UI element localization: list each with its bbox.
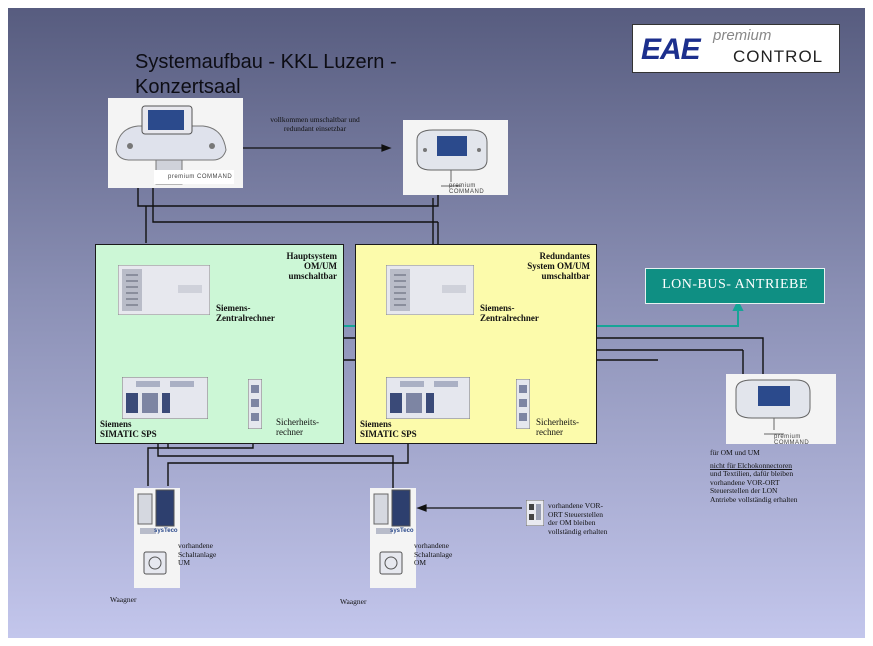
switchgear-um-line-3: UM [178, 558, 191, 567]
main-plc-label: Siemens SIMATIC SPS [100, 419, 157, 439]
switchgear-om-line-3: OM [414, 558, 427, 567]
local-control-panel-icon [526, 500, 544, 526]
notes-line-4: vorhandene VOR-ORT [710, 477, 780, 487]
redundant-computer-line-1: Siemens- [480, 303, 515, 313]
main-safety-label: Sicherheits- rechner [276, 417, 319, 437]
console-link-line-2 [152, 178, 438, 223]
eae-logo: EAE premium CONTROL [632, 24, 840, 73]
main-plc-line-1: Siemens [100, 419, 132, 429]
main-console: premium COMMAND [108, 98, 243, 188]
redundant-plc-line-1: Siemens [360, 419, 392, 429]
link-label-line-1: vollkommen umschaltbar und [270, 115, 360, 124]
switchgear-om-line-1: vorhandene [414, 541, 449, 550]
third-console: premium COMMAND [726, 374, 836, 446]
local-controls-line-1: vorhandene VOR- [548, 501, 604, 510]
server-icon [386, 265, 474, 315]
main-computer-line-1: Siemens- [216, 303, 251, 313]
main-system-title: Hauptsystem OM/UM umschaltbar [286, 251, 337, 281]
switchgear-om-device [370, 488, 416, 588]
main-title-line-1: Hauptsystem [286, 251, 337, 261]
switchgear-um-footer: Waagner [110, 595, 137, 604]
main-title-line-2: OM/UM [304, 261, 337, 271]
redundant-title-line-2: System OM/UM [527, 261, 590, 271]
console-link-label: vollkommen umschaltbar und redundant ein… [250, 115, 380, 133]
safety-computer-icon [516, 379, 530, 429]
switchgear-om-label: vorhandene Schaltanlage OM [414, 541, 453, 568]
slide: Systemaufbau - KKL Luzern - Konzertsaal … [8, 8, 865, 638]
switch-cabinet-icon [134, 488, 180, 588]
notes-line-6: Antriebe vollständig erhalten [710, 494, 798, 504]
title-line-2: Konzertsaal [135, 76, 241, 98]
switchgear-um-line-2: Schaltanlage [178, 549, 217, 559]
right-console-notes: für OM und UM nicht für Elchokonnectoren… [710, 448, 860, 504]
main-system-box: Hauptsystem OM/UM umschaltbar Siemens- Z… [95, 244, 344, 444]
main-plc-line-2: SIMATIC SPS [100, 429, 157, 439]
redundant-system-box: Redundantes System OM/UM umschaltbar Sie… [355, 244, 597, 444]
plc-icon [386, 377, 470, 419]
local-controls-line-2: ORT Steuerstellen [548, 509, 604, 519]
logo-premium: premium [713, 27, 772, 44]
redundant-plc-label: Siemens SIMATIC SPS [360, 419, 417, 439]
redundant-safety-label: Sicherheits- rechner [536, 417, 579, 437]
main-safety-line-2: rechner [276, 427, 303, 437]
redundant-computer-label: Siemens- Zentralrechner [480, 303, 539, 323]
main-computer-line-2: Zentralrechner [216, 313, 275, 323]
notes-line-5: Steuerstellen der LON [710, 486, 778, 495]
second-console-brand: premium COMMAND [449, 183, 485, 195]
main-title-line-3: umschaltbar [288, 271, 337, 281]
redundant-safety-line-2: rechner [536, 427, 563, 437]
switchgear-om-brand: sysTeco [390, 528, 414, 534]
main-console-brand: premium COMMAND [168, 174, 233, 180]
lon-bus-box: LON-BUS- ANTRIEBE [645, 268, 825, 304]
link-label-line-2: redundant einsetzbar [283, 123, 347, 133]
main-computer-label: Siemens- Zentralrechner [216, 303, 275, 323]
logo-control: CONTROL [733, 47, 824, 66]
third-console-brand: premium COMMAND [774, 434, 810, 446]
redundant-plc-line-2: SIMATIC SPS [360, 429, 417, 439]
page-title: Systemaufbau - KKL Luzern - Konzertsaal [135, 50, 397, 100]
switchgear-om-footer: Waagner [340, 597, 367, 606]
second-console: premium COMMAND [403, 120, 508, 195]
notes-line-3: und Textilien, dafür bleiben [710, 469, 794, 478]
notes-line-2: nicht für Elchokonnectoren [710, 460, 793, 470]
remote-console-icon [403, 120, 508, 195]
redundant-safety-line-1: Sicherheits- [536, 417, 579, 427]
switchgear-um-line-1: vorhandene [178, 541, 213, 550]
switchgear-um-label: vorhandene Schaltanlage UM [178, 541, 217, 568]
local-controls-line-3: der OM bleiben [548, 518, 596, 527]
redundant-title-line-3: umschaltbar [541, 271, 590, 281]
notes-line-1: für OM und UM [710, 448, 760, 457]
mixing-console-icon [108, 98, 243, 188]
redundant-computer-line-2: Zentralrechner [480, 313, 539, 323]
local-controls-line-4: vollständig erhalten [548, 526, 608, 536]
switch-cabinet-icon [370, 488, 416, 588]
redundant-title-line-1: Redundantes [539, 251, 590, 261]
logo-mark: EAE [641, 33, 701, 66]
switchgear-um-brand: sysTeco [154, 528, 178, 534]
switchgear-om-line-2: Schaltanlage [414, 549, 453, 559]
switchgear-um-device [134, 488, 180, 588]
title-line-1: Systemaufbau - KKL Luzern - [135, 51, 397, 73]
main-safety-line-1: Sicherheits- [276, 417, 319, 427]
redundant-system-title: Redundantes System OM/UM umschaltbar [527, 251, 590, 281]
plc-icon [122, 377, 208, 419]
remote-console-icon [726, 374, 836, 444]
local-controls-label: vorhandene VOR- ORT Steuerstellen der OM… [548, 501, 608, 536]
server-icon [118, 265, 210, 315]
safety-computer-icon [248, 379, 262, 429]
